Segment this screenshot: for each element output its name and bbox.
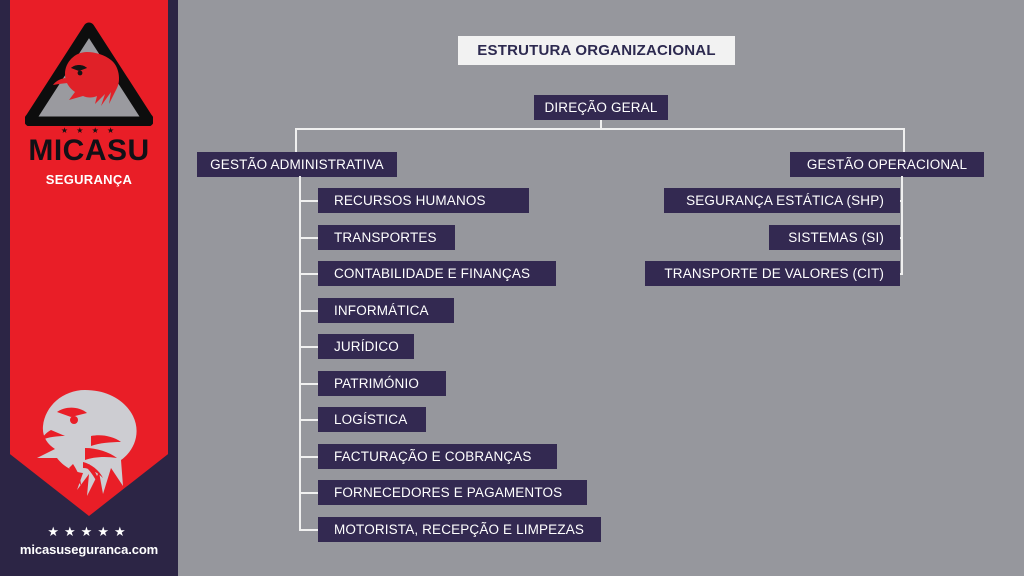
node-transportes[interactable]: TRANSPORTES [318,225,455,250]
node-motorista-recepcao-limpezas[interactable]: MOTORISTA, RECEPÇÃO E LIMPEZAS [318,517,601,542]
node-facturacao-cobrancas[interactable]: FACTURAÇÃO E COBRANÇAS [318,444,557,469]
node-patrimonio[interactable]: PATRIMÓNIO [318,371,446,396]
node-juridico[interactable]: JURÍDICO [318,334,414,359]
connector-stub-left-10 [299,529,318,531]
eagle-triangle-logo-icon [25,22,153,126]
node-contabilidade-financas[interactable]: CONTABILIDADE E FINANÇAS [318,261,556,286]
node-transporte-valores[interactable]: TRANSPORTE DE VALORES (CIT) [645,261,900,286]
connector-stub-left-2 [299,237,318,239]
node-recursos-humanos[interactable]: RECURSOS HUMANOS [318,188,529,213]
rating-stars: ★★★★★ [47,524,131,539]
connector-spine-left [299,176,301,531]
node-fornecedores-pagamentos[interactable]: FORNECEDORES E PAGAMENTOS [318,480,587,505]
eagle-head-icon [27,386,151,504]
connector-drop-right [903,128,905,154]
node-gestao-administrativa[interactable]: GESTÃO ADMINISTRATIVA [197,152,397,177]
connector-drop-left [295,128,297,154]
company-logo: ★ ★ ★ ★ MICASU SEGURANÇA [10,22,168,212]
brand-panel: ★ ★ ★ ★ MICASU SEGURANÇA [0,0,178,576]
connector-spine-right [901,176,903,275]
connector-split-bar [295,128,905,130]
connector-stub-left-5 [299,346,318,348]
connector-stub-left-6 [299,383,318,385]
node-seguranca-estatica[interactable]: SEGURANÇA ESTÁTICA (SHP) [664,188,900,213]
connector-stub-left-4 [299,310,318,312]
node-sistemas[interactable]: SISTEMAS (SI) [769,225,900,250]
logo-stars: ★ ★ ★ ★ [60,126,118,135]
node-direcao-geral[interactable]: DIREÇÃO GERAL [534,95,668,120]
connector-root-drop [600,120,602,130]
connector-stub-left-7 [299,419,318,421]
connector-stub-left-3 [299,273,318,275]
page-title: ESTRUTURA ORGANIZACIONAL [458,36,735,65]
logo-subtitle: SEGURANÇA [45,172,133,187]
connector-stub-left-8 [299,456,318,458]
website-url: micasuseguranca.com [19,542,159,557]
connector-stub-left-9 [299,492,318,494]
node-logistica[interactable]: LOGÍSTICA [318,407,426,432]
connector-stub-left-1 [299,200,318,202]
node-gestao-operacional[interactable]: GESTÃO OPERACIONAL [790,152,984,177]
logo-wordmark: MICASU [28,134,150,167]
node-informatica[interactable]: INFORMÁTICA [318,298,454,323]
